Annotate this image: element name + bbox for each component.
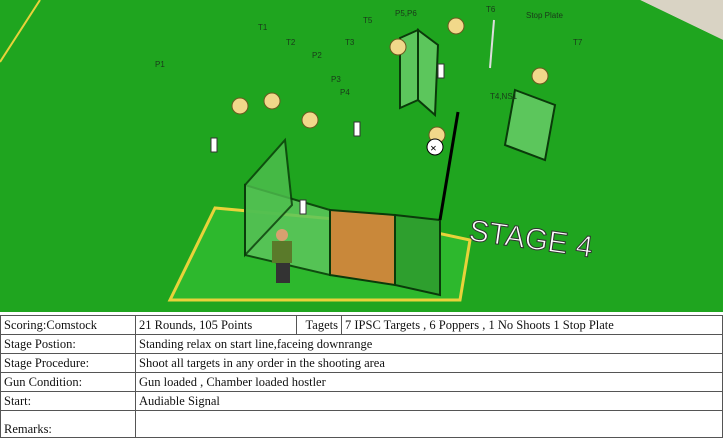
row-label: Remarks: — [0, 410, 136, 438]
row-value: Audiable Signal — [135, 391, 723, 411]
rounds-value: 21 Rounds, 105 Points — [135, 315, 297, 335]
label-p2: P2 — [312, 51, 322, 60]
row-value: Standing relax on start line,faceing dow… — [135, 334, 723, 354]
targets-value: 7 IPSC Targets , 6 Poppers , 1 No Shoots… — [341, 315, 723, 335]
table-row: Stage Procedure:Shoot all targets in any… — [0, 353, 723, 373]
label-p1: P1 — [155, 60, 165, 69]
door-window — [329, 208, 396, 287]
label-t7: T7 — [573, 38, 583, 47]
stop-plate — [489, 19, 495, 69]
label-t3: T3 — [345, 38, 355, 47]
label-t5: T5 — [363, 16, 373, 25]
no-shoot-target — [426, 138, 444, 156]
stage-info-table: Scoring:Comstock 21 Rounds, 105 Points T… — [0, 315, 723, 438]
label-p5-p6: P5,P6 — [395, 9, 417, 18]
ipsc-targets — [231, 17, 549, 144]
label-t1: T1 — [258, 23, 268, 32]
scoring-row: Scoring:Comstock 21 Rounds, 105 Points T… — [0, 315, 723, 335]
label-t2: T2 — [286, 38, 296, 47]
scoring-label: Scoring:Comstock — [0, 315, 136, 335]
label-t6: T6 — [486, 5, 496, 14]
row-value — [135, 410, 723, 438]
row-label: Stage Procedure: — [0, 353, 136, 373]
table-row: Gun Condition:Gun loaded , Chamber loade… — [0, 372, 723, 392]
shooter-figure — [272, 229, 292, 283]
row-label: Stage Postion: — [0, 334, 136, 354]
row-label: Gun Condition: — [0, 372, 136, 392]
stage-diagram: × STAGE 4 P1 T1 T2 P2 T3 P3 P4 T5 P5,P6 … — [0, 0, 723, 312]
label-stop-plate: Stop Plate — [526, 11, 563, 20]
label-p3: P3 — [331, 75, 341, 84]
target-labels: P1 T1 T2 P2 T3 P3 P4 T5 P5,P6 T6 Stop Pl… — [155, 5, 583, 101]
poppers — [210, 63, 445, 215]
svg-text:×: × — [430, 141, 437, 155]
table-row: Remarks: — [0, 410, 723, 438]
table-row: Stage Postion:Standing relax on start li… — [0, 334, 723, 354]
row-value: Shoot all targets in any order in the sh… — [135, 353, 723, 373]
label-p4: P4 — [340, 88, 350, 97]
label-t4-ns1: T4,NS1 — [490, 92, 518, 101]
table-row: Start:Audiable Signal — [0, 391, 723, 411]
targets-label: Tagets — [296, 315, 342, 335]
row-value: Gun loaded , Chamber loaded hostler — [135, 372, 723, 392]
row-label: Start: — [0, 391, 136, 411]
